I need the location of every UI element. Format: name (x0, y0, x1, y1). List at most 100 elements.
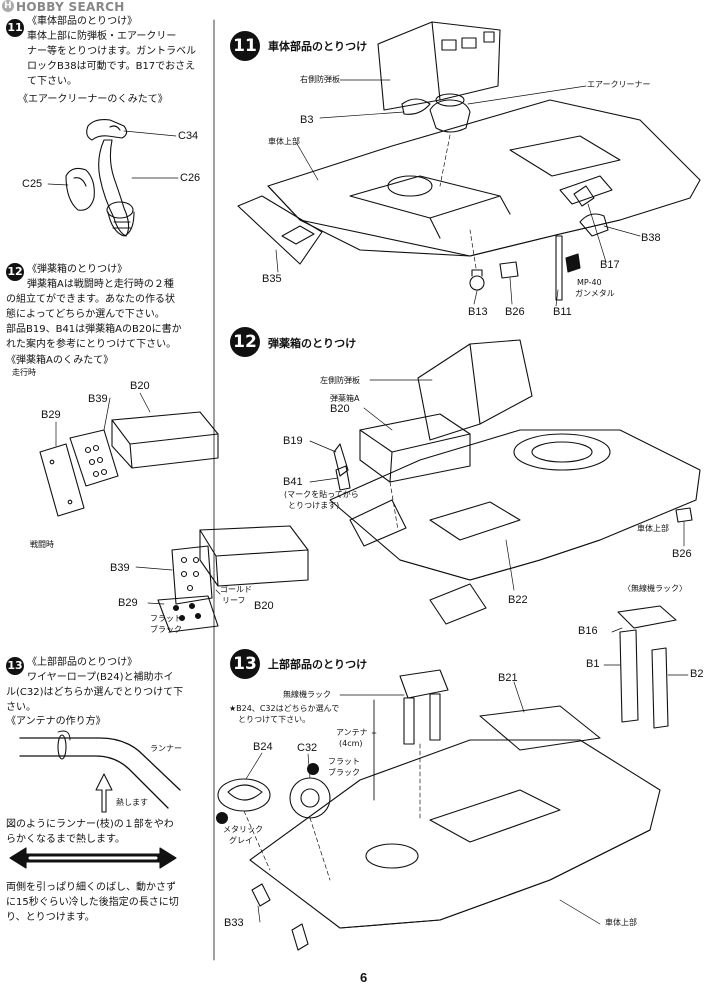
label-b41: B41 (283, 476, 303, 488)
s12-line-0: 《弾薬箱のとりつけ》 (27, 264, 128, 275)
label-b1: B1 (586, 658, 600, 670)
panel-13-badge: 13 (230, 649, 260, 679)
s13-line-3: さい。 (6, 702, 36, 713)
s11-sub: 《エアークリーナーのくみたて》 (18, 94, 168, 105)
panel-11-badge: 11 (230, 31, 260, 61)
panel-13-title: 上部部品のとりつけ (268, 658, 368, 671)
mp40-label: MP-40 (577, 278, 602, 287)
rack-title: 〈無線機ラック〉 (623, 584, 687, 593)
flat-label-13: フラット (328, 757, 360, 766)
mark-note-1: (マークを貼ってから (284, 490, 359, 499)
gunmetal-label: ガンメタル (575, 289, 615, 298)
step-11-badge: 11 (6, 19, 24, 37)
label-c32: C32 (297, 742, 318, 754)
logo-text: HOBBY SEARCH (16, 0, 125, 14)
label-b13: B13 (468, 306, 488, 318)
air-cleaner-parts (47, 119, 179, 237)
s13-note2-1: に15秒ぐらい冷した後指定の長さに切 (6, 897, 179, 908)
antenna-length: (4cm) (339, 739, 363, 748)
panel-12-badge: 12 (230, 327, 260, 357)
label-b16: B16 (578, 625, 598, 637)
s11-line-1: 車体上部に防弾板・エアークリー (27, 31, 177, 42)
antenna-label: アンテナ (336, 728, 368, 737)
label-b11: B11 (553, 306, 572, 318)
hull-label-13: 車体上部 (605, 918, 637, 927)
label-b39-b: B39 (110, 562, 130, 574)
s12-line-1: 弾薬箱Aは戦闘時と走行時の２種 (27, 279, 174, 290)
logo-mark-icon: H (2, 0, 14, 12)
hull-label-12: 車体上部 (637, 524, 669, 533)
s11-line-3: ロックB38は可動です。B17でおさえ (27, 61, 196, 72)
paint-leaf: リーフ (222, 596, 246, 605)
mode-battle: 戦闘時 (30, 540, 54, 549)
page-number: 6 (360, 970, 368, 985)
label-c26: C26 (180, 172, 201, 184)
s12-sub: 《弾薬箱Aのくみたて》 (6, 355, 114, 366)
panel-12-title: 弾薬箱のとりつけ (268, 337, 357, 350)
runner-label: ランナー (150, 744, 182, 753)
s13-line-1: ワイヤーロープ(B24)と補助ホイ (27, 672, 174, 683)
aircleaner-label: エアークリーナー (587, 80, 651, 89)
radio-rack-label: 無線機ラック (283, 690, 331, 699)
label-b22: B22 (508, 594, 528, 606)
label-b21: B21 (498, 672, 518, 684)
left-plate-label: 左側防弾板 (320, 376, 360, 385)
heat-label: 熱します (116, 798, 148, 807)
metallic-label: メタリック (223, 825, 263, 834)
s12-line-3: 態によってどちらか選んで下さい。 (6, 309, 165, 320)
s11-line-0: 《車体部品のとりつけ》 (27, 16, 138, 27)
label-b39-a: B39 (88, 393, 108, 405)
hull-13 (216, 669, 661, 951)
s13-note1-1: らかくなるまで熱します。 (6, 834, 125, 845)
paint-black: ブラック (150, 625, 182, 634)
mode-run: 走行時 (12, 368, 36, 377)
s13-line-2: ル(C32)はどちらか選んでとりつけて下 (6, 687, 184, 698)
step-12-badge: 12 (6, 263, 24, 281)
label-b26-11: B26 (505, 306, 525, 318)
label-b20-a: B20 (130, 380, 150, 392)
right-plate-label: 右側防弾板 (300, 75, 340, 84)
hull-label-11: 車体上部 (268, 137, 300, 146)
label-b20-b: B20 (254, 600, 274, 612)
s13-line-0: 《上部部品のとりつけ》 (27, 657, 138, 668)
panel-11-title: 車体部品のとりつけ (268, 40, 368, 53)
label-b35: B35 (262, 273, 282, 285)
label-b29-a: B29 (41, 409, 61, 421)
choose-note-2: とりつけて下さい。 (238, 715, 311, 724)
label-c25: C25 (22, 178, 43, 190)
label-b38: B38 (641, 232, 661, 244)
label-b33: B33 (224, 917, 244, 929)
label-c34: C34 (178, 130, 199, 142)
mark-note-2: とりつけます) (288, 501, 340, 510)
label-b19: B19 (283, 435, 303, 447)
label-b26-12: B26 (672, 548, 692, 560)
paint-flat: フラット (150, 614, 182, 623)
s11-line-2: ナー等をとりつけます。ガントラベル (27, 46, 197, 57)
ammo-box-running (39, 392, 219, 517)
label-b29-b: B29 (118, 597, 138, 609)
label-b3: B3 (300, 114, 314, 126)
choose-note-1: ★B24、C32はどちらか選んで (229, 704, 340, 713)
step-13-badge: 13 (6, 657, 24, 675)
s13-note2-0: 両側を引っぱり細くのばし、動かさず (6, 882, 176, 893)
s13-sub: 《アンテナの作り方》 (6, 716, 106, 727)
label-b24: B24 (253, 741, 273, 753)
hull-11 (237, 21, 701, 307)
gray-label: グレイ (229, 836, 253, 845)
paint-gold: ゴールド (220, 585, 252, 594)
s13-note2-2: り、とりつけます。 (6, 912, 95, 923)
s12-line-2: の組立てができます。あなたの作る状 (6, 294, 175, 305)
ammo-a-label: 弾薬箱A (330, 394, 360, 403)
label-b2: B2 (690, 668, 704, 680)
radio-rack-inset (603, 605, 689, 729)
antenna-runner-diagram (9, 730, 181, 869)
s11-line-4: て下さい。 (27, 76, 77, 87)
ammo-box-battle (135, 525, 309, 633)
black-label-13: ブラック (328, 768, 360, 777)
hull-12 (309, 339, 701, 625)
label-b20-12: B20 (330, 403, 350, 415)
s13-note1-0: 図のようにランナー(枝)の１部をやわ (6, 819, 174, 830)
label-b17: B17 (600, 259, 620, 271)
s12-line-5: れた案内を参考にとりつけて下さい。 (6, 339, 177, 350)
s12-line-4: 部品B19、B41は弾薬箱AのB20に書か (6, 324, 182, 335)
